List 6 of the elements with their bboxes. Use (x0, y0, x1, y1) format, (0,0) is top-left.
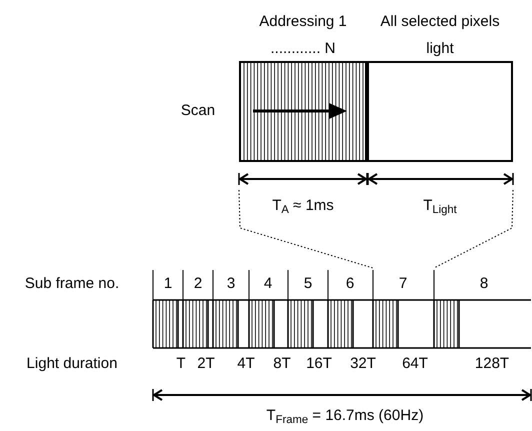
column-heading: Addressing 1 ............ N (258, 12, 348, 59)
row-label: Light duration (26, 355, 118, 373)
dimension-label: T$_{A}$ ≈ 1ms (272, 197, 334, 215)
dimension-label: T$_{Frame}$ = 16.7ms (60Hz) (266, 407, 424, 425)
column-heading: All selected pixels light (380, 12, 500, 59)
dimension-label: T$_{Light}$ (423, 197, 457, 215)
